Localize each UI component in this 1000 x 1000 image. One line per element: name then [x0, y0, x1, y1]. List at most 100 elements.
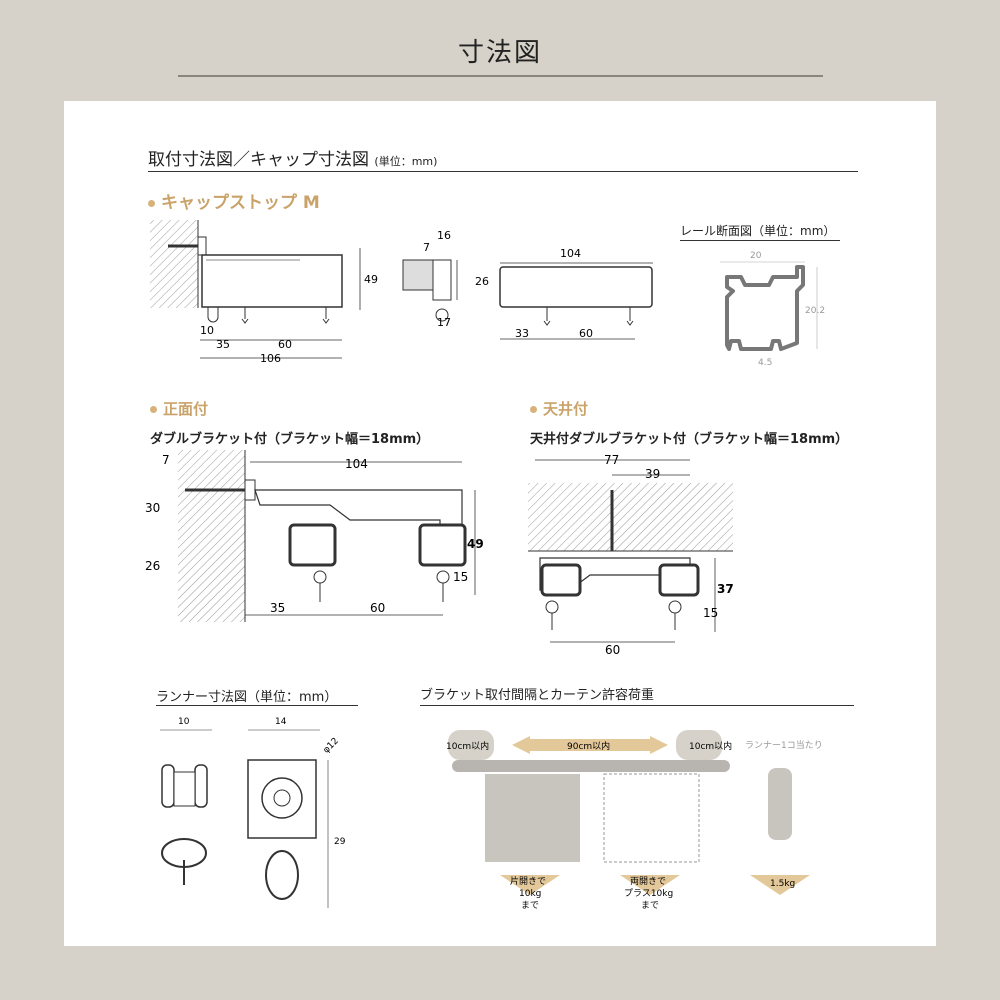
- runner-ring: [265, 850, 299, 900]
- hook-pin: [241, 307, 249, 324]
- runner-ring: [313, 570, 327, 584]
- rail-bar: [452, 760, 730, 772]
- bracket-plate: [244, 479, 256, 501]
- runner-hook: [207, 307, 219, 323]
- front-mount-diagram: 7 104 30 26 49 15 35 60: [145, 450, 484, 622]
- runner-wheel: [194, 764, 208, 808]
- runner-ring: [668, 600, 682, 614]
- load-line: 10kg: [519, 889, 541, 899]
- hook-pin: [626, 307, 634, 326]
- runner-ring: [436, 570, 450, 584]
- bracket-spacing-marker: [448, 730, 494, 760]
- rail-section-divider: [680, 240, 840, 241]
- bracket-title: ブラケット取付間隔とカーテン許容荷重: [420, 688, 655, 703]
- spacing-label: 10cm以内: [446, 740, 489, 752]
- dim-label: 49: [467, 537, 484, 551]
- dim-label: 26: [145, 559, 160, 573]
- runner-axle: [273, 789, 291, 807]
- dim-label: 35: [216, 338, 230, 351]
- wall-hatch: [150, 220, 198, 308]
- ceiling-heading: 天井付: [530, 398, 588, 419]
- arrow-right-icon: [650, 736, 668, 754]
- cap-stop-bottom-diagram: 104 33 60: [499, 247, 653, 340]
- cap-body: [201, 254, 343, 308]
- down-arrow-icon: [620, 875, 680, 895]
- bullet-dot-icon: [148, 199, 155, 207]
- section-divider: [148, 171, 858, 172]
- dim-label: 14: [275, 717, 287, 727]
- curtain-solid: [485, 774, 580, 862]
- runner-ring: [435, 308, 449, 322]
- dim-label: 20: [750, 251, 762, 261]
- dim-label: 10: [178, 717, 190, 727]
- load-line: 片開きで: [510, 875, 546, 887]
- dim-label: 15: [703, 606, 718, 620]
- front-heading: 正面付: [150, 398, 208, 419]
- runner-wheel: [261, 777, 303, 819]
- runner-wheel: [161, 764, 175, 808]
- bullet-dot-icon: [150, 406, 157, 413]
- down-arrow-icon: [500, 875, 560, 895]
- dim-label: 106: [260, 352, 281, 365]
- cap-stop-heading-text: キャップストップ M: [161, 193, 320, 213]
- page-title: 寸法図: [457, 38, 542, 68]
- arrow-left-icon: [512, 736, 530, 754]
- dim-label: 60: [605, 643, 620, 657]
- dim-label: 4.5: [758, 358, 772, 368]
- load-line: 両開きで: [630, 876, 666, 887]
- runner-ring: [545, 600, 559, 614]
- load-line: プラス10kg: [624, 888, 673, 899]
- dim-label: 49: [364, 273, 378, 286]
- bracket-plate: [197, 236, 207, 256]
- title-divider: [178, 75, 823, 77]
- dim-label: 104: [560, 247, 581, 260]
- bracket-arm: [254, 489, 463, 541]
- runner-diagram: 10 14 φ12 29: [160, 717, 346, 908]
- spacing-label: 90cm以内: [567, 740, 610, 752]
- dim-label: 17: [437, 316, 451, 329]
- bracket-divider: [420, 705, 854, 706]
- section-unit: (単位：mm): [374, 155, 438, 168]
- hook-pin: [543, 307, 551, 326]
- dim-label: 26: [475, 275, 489, 288]
- per-runner-label: ランナー1コ当たり: [745, 739, 823, 751]
- curtain-dashed: [603, 773, 700, 863]
- rail-section-title: レール断面図（単位：mm）: [680, 224, 836, 238]
- spacing-label: 10cm以内: [689, 740, 732, 752]
- rail-profile: [418, 523, 467, 567]
- ceiling-hatch: [528, 483, 733, 551]
- down-arrow-icon: [750, 875, 810, 895]
- dim-label: 37: [717, 582, 734, 596]
- runner-title: ランナー寸法図（単位：mm）: [156, 690, 338, 705]
- dim-label: 20.2: [805, 306, 825, 316]
- dim-label: 60: [579, 327, 593, 340]
- cap-stop-heading: キャップストップ M: [148, 188, 320, 213]
- dim-label: 16: [437, 229, 451, 242]
- runner-front-body: [247, 759, 317, 839]
- cap-stop-side-diagram: 49 10 35 60 106: [150, 220, 378, 365]
- dim-label: φ12: [322, 736, 341, 755]
- ceiling-mount-diagram: 77 39 37 15 60: [528, 453, 734, 657]
- dim-label: 10: [200, 324, 214, 337]
- runner-silhouette: [768, 768, 792, 840]
- load-line: まで: [521, 900, 539, 911]
- section-title: 取付寸法図／キャップ寸法図 (単位：mm): [148, 145, 437, 170]
- rail-profile: [540, 563, 582, 597]
- rail-profile: [725, 265, 805, 351]
- ceiling-subtitle: 天井付ダブルブラケット付（ブラケット幅＝18mm）: [530, 432, 849, 447]
- front-heading-text: 正面付: [163, 400, 209, 418]
- cap-end: [432, 259, 452, 301]
- runner-body: [173, 771, 196, 807]
- rail-section-diagram: 20 20.2 4.5: [720, 251, 825, 368]
- bracket-spacing-marker: [676, 730, 722, 760]
- hook-pin: [322, 307, 330, 324]
- load-line: まで: [641, 900, 659, 911]
- dim-label: 60: [370, 601, 385, 615]
- dim-label: 7: [423, 241, 430, 254]
- dim-label: 60: [278, 338, 292, 351]
- arrow-shaft: [530, 739, 650, 751]
- front-subtitle: ダブルブラケット付（ブラケット幅＝18mm）: [150, 432, 430, 447]
- rail-profile: [658, 563, 700, 597]
- bracket-load-diagram: 10cm以内 90cm以内 10cm以内 ランナー1コ当たり 片開きで 10kg…: [446, 730, 823, 911]
- dim-label: 7: [162, 453, 170, 467]
